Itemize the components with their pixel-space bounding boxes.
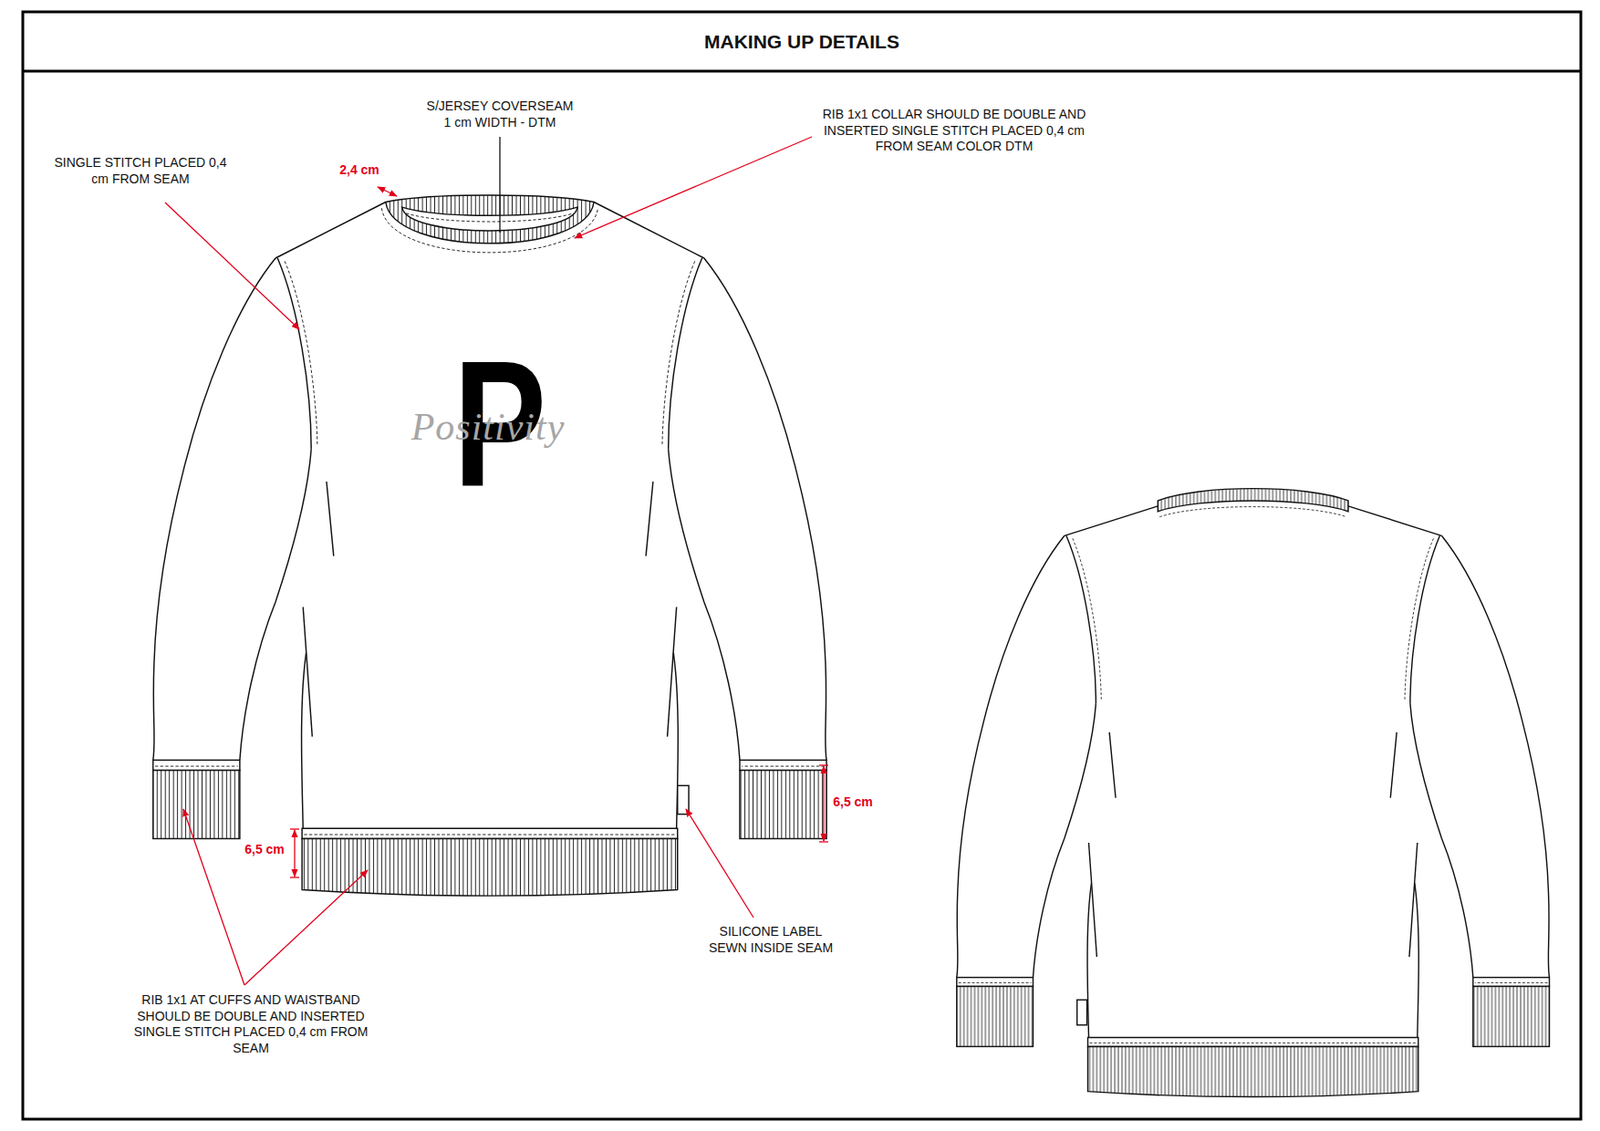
leader-line [574,136,812,239]
back-right-half [1390,535,1549,1047]
back-view [956,488,1550,1098]
callout-note: SILICONE LABEL SEWN INSIDE SEAM [702,924,840,956]
shoulder-seam [1348,506,1442,536]
front-left-half [153,258,334,839]
dimension-line [822,766,824,842]
front-waistband [301,828,678,896]
back-collar-rib [1157,488,1349,512]
front-view [153,195,827,896]
leader-line [498,136,500,233]
header-rule [22,70,1581,73]
print-script: Positivity [411,405,566,449]
leader-line [244,870,368,986]
dimension-tick [290,828,300,830]
neck-opening [402,207,578,231]
leader-line [183,809,245,986]
leader-lines [165,136,829,986]
silicone-label [1077,999,1088,1026]
back-view-body [956,488,1550,1098]
dimension-label: 6,5 cm [244,841,285,857]
shoulder-seam [275,201,386,259]
page-title: MAKING UP DETAILS [22,11,1581,72]
dimension-line [377,187,397,197]
back-left-half [956,535,1116,1047]
collar-rib [385,195,594,244]
coverseam-stitch [405,213,573,222]
leader-line [685,809,754,918]
page-frame [22,11,1581,1120]
callout-note: SINGLE STITCH PLACED 0,4 cm FROM SEAM [49,155,232,188]
callout-note: RIB 1x1 COLLAR SHOULD BE DOUBLE AND INSE… [817,106,1091,156]
dimension-tick [290,876,300,878]
dimension-label: 2,4 cm [339,162,380,177]
dimension-label: 6,5 cm [832,794,873,810]
callout-note: S/JERSEY COVERSEAM 1 cm WIDTH - DTM [424,98,576,131]
dimension-line [293,830,295,877]
callout-note: RIB 1x1 AT CUFFS AND WAISTBAND SHOULD BE… [114,992,388,1057]
front-right-half [645,258,827,839]
leader-line [165,202,300,330]
dimension-tick [819,841,829,842]
collar-stitch [1159,507,1347,518]
shoulder-seam [1064,506,1158,536]
dimension-tick [819,764,829,766]
collar-stitch [381,207,598,253]
shoulder-seam [593,201,705,259]
back-waistband [1088,1038,1419,1098]
